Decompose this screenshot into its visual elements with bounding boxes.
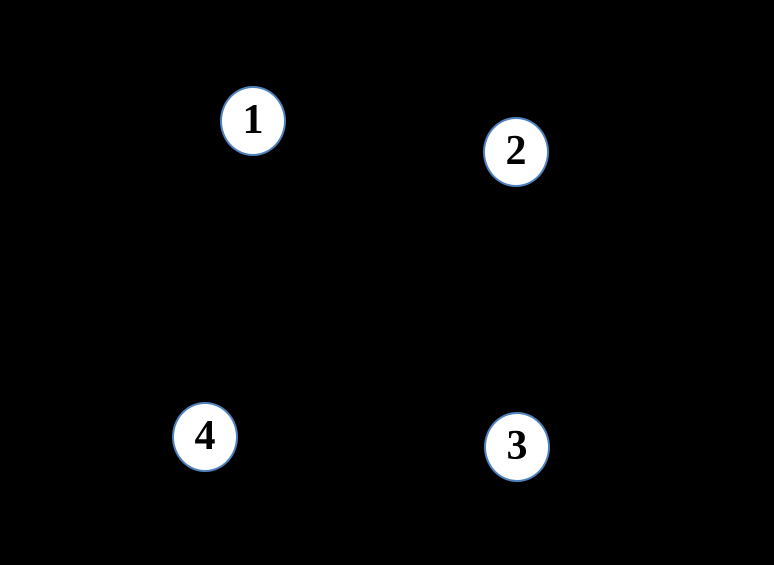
graph-node-2: 2 <box>483 117 549 187</box>
graph-node-label: 4 <box>194 413 216 459</box>
graph-node-1: 1 <box>220 86 286 156</box>
graph-node-label: 2 <box>505 128 527 174</box>
graph-node-4: 4 <box>172 402 238 472</box>
graph-node-label: 1 <box>242 97 264 143</box>
graph-node-3: 3 <box>484 412 550 482</box>
graph-node-label: 3 <box>506 423 528 469</box>
